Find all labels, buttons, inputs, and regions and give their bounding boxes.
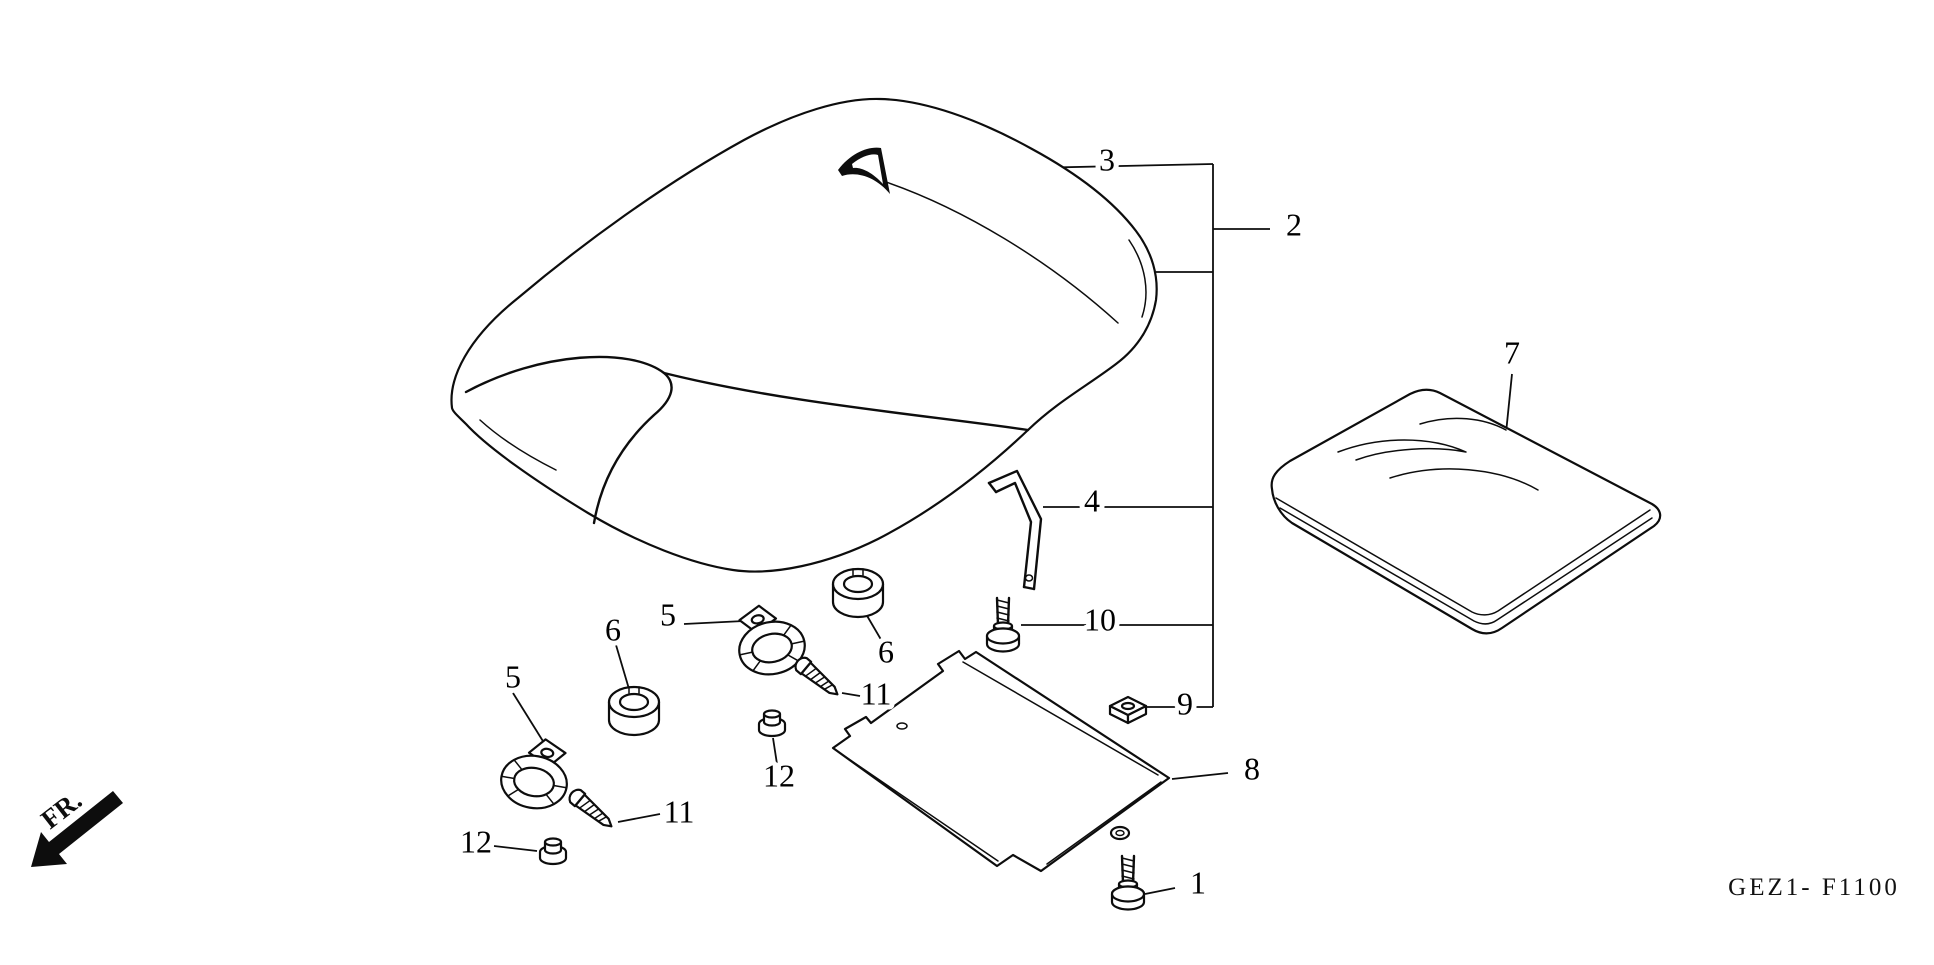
callout-12-lower: 12: [460, 823, 492, 859]
seat-base-plate-art: [831, 649, 1171, 873]
callout-6-right: 6: [878, 633, 894, 669]
bolt-lower-art: [1110, 854, 1146, 911]
nut-lower-art: [538, 837, 568, 866]
callout-11-lower: 11: [664, 793, 695, 829]
screw-upper-art: [791, 653, 844, 702]
front-arrow-icon: [31, 791, 123, 867]
callout-7: 7: [1504, 334, 1520, 370]
callout-12-upper: 12: [763, 757, 795, 793]
callout-10: 10: [1084, 601, 1116, 637]
callout-5-lower: 5: [505, 658, 521, 694]
callout-1: 1: [1190, 864, 1206, 900]
collar-left-art: [607, 685, 661, 737]
callout-6-left: 6: [605, 611, 621, 647]
clamp-lower-art: [495, 731, 576, 815]
callout-2: 2: [1286, 206, 1302, 242]
leader-lines: [493, 163, 1513, 895]
owners-bag-art: [1270, 388, 1662, 635]
collar-right-art: [831, 567, 885, 619]
callout-4: 4: [1084, 482, 1100, 518]
bolt-upper-art: [985, 596, 1021, 653]
front-direction-marker: FR.: [31, 785, 123, 867]
callout-9: 9: [1177, 685, 1193, 721]
callout-3: 3: [1099, 141, 1115, 177]
seat-art: [450, 97, 1158, 573]
callout-11-upper: 11: [861, 675, 892, 711]
callout-5-upper: 5: [660, 596, 676, 632]
square-nut-art: [1108, 695, 1148, 725]
seat-bracket-art: [987, 469, 1043, 591]
nut-upper-art: [757, 709, 787, 738]
diagram-code: GEZ1- F1100: [1728, 874, 1900, 901]
screw-lower-art: [565, 785, 618, 834]
callout-8: 8: [1244, 750, 1260, 786]
seat-vent-detail: [838, 147, 890, 194]
